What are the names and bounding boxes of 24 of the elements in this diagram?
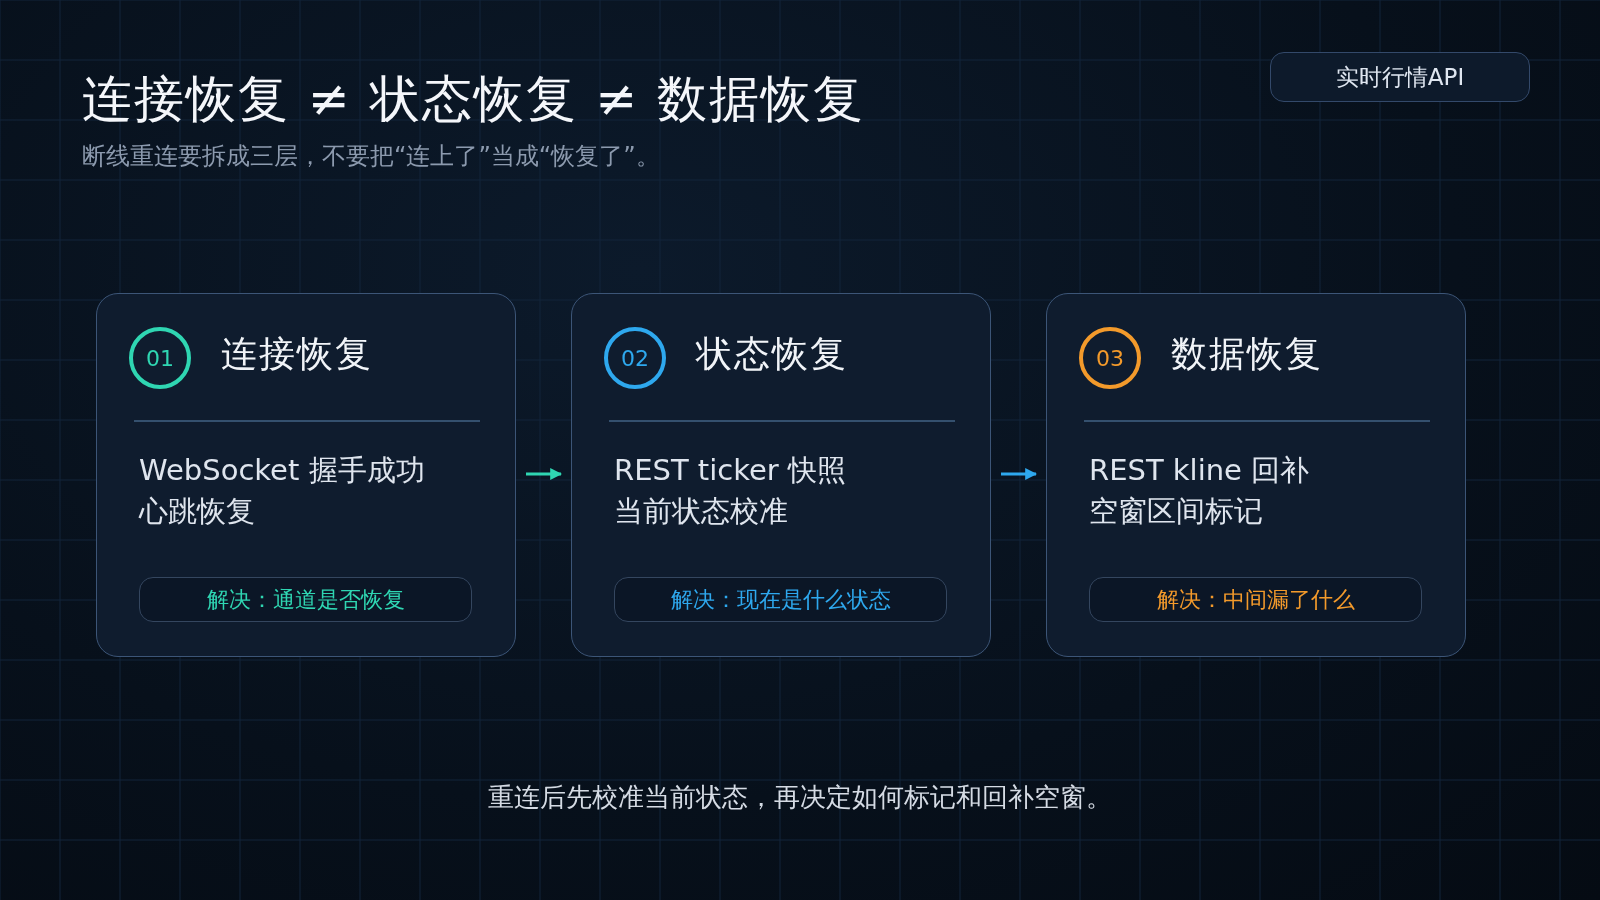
badge: 实时行情API <box>1270 52 1530 102</box>
step-description: REST ticker 快照 <box>614 452 846 489</box>
result-tag: 解决：现在是什么状态 <box>614 577 947 622</box>
result-tag: 解决：中间漏了什么 <box>1089 577 1422 622</box>
subtitle: 断线重连要拆成三层，不要把“连上了”当成“恢复了”。 <box>82 141 660 172</box>
step-card <box>571 293 991 657</box>
step-heading: 连接恢复 <box>221 332 373 376</box>
step-description: REST kline 回补 <box>1089 452 1310 489</box>
step-description: WebSocket 握手成功 <box>139 452 425 489</box>
arrow <box>526 468 563 480</box>
step-card <box>96 293 516 657</box>
step-number: 03 <box>1079 327 1141 389</box>
step-card <box>1046 293 1466 657</box>
step-heading: 状态恢复 <box>696 332 848 376</box>
step-number: 01 <box>129 327 191 389</box>
step-number: 02 <box>604 327 666 389</box>
caption: 重连后先校准当前状态，再决定如何标记和回补空窗。 <box>487 781 1113 814</box>
step-description: 空窗区间标记 <box>1089 493 1263 530</box>
title: 连接恢复 ≠ 状态恢复 ≠ 数据恢复 <box>82 69 866 130</box>
step-heading: 数据恢复 <box>1171 332 1323 376</box>
step-description: 当前状态校准 <box>614 493 788 530</box>
step-description: 心跳恢复 <box>139 493 255 530</box>
arrow <box>1001 468 1038 480</box>
result-tag: 解决：通道是否恢复 <box>139 577 472 622</box>
